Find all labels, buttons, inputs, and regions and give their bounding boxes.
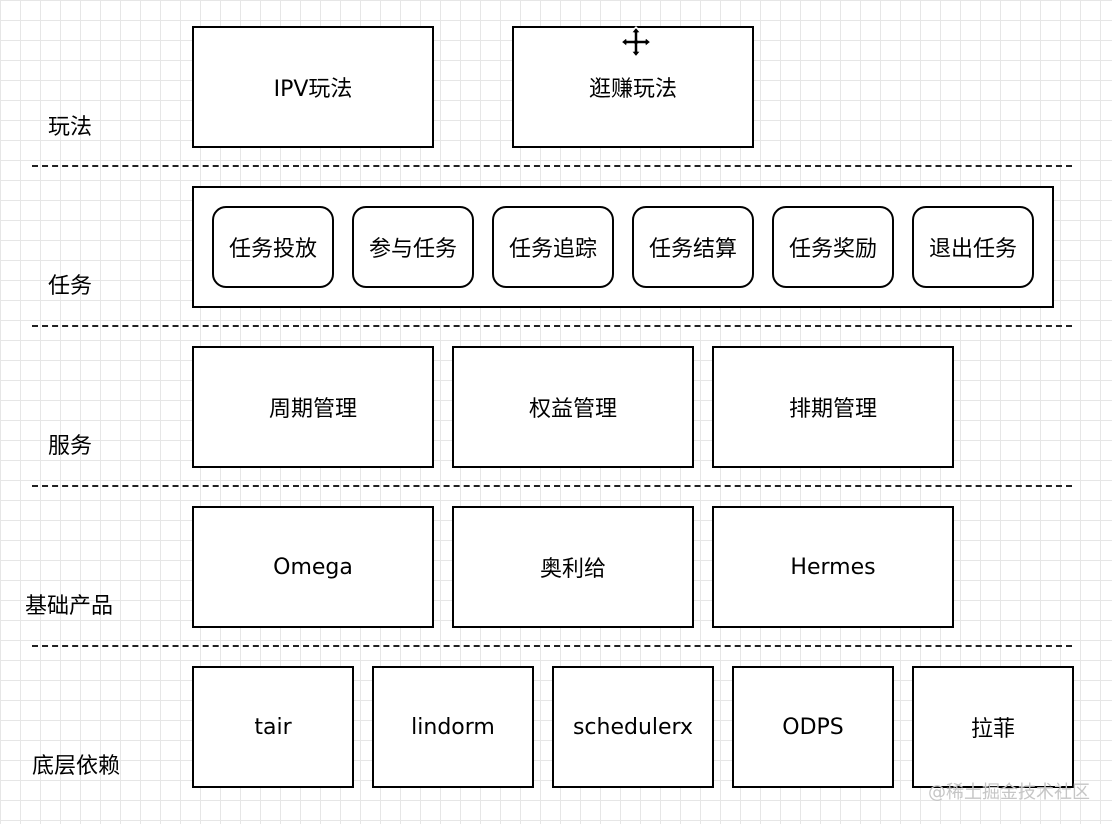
layer-label-dependency: 底层依赖 [32,754,121,779]
watermark-text: @稀土掘金技术社区 [928,782,1090,803]
dependency-box-odps[interactable]: ODPS [732,666,894,788]
dependency-box-lafei[interactable]: 拉菲 [912,666,1074,788]
layer-label-base-product: 基础产品 [25,594,114,619]
product-box-hermes[interactable]: Hermes [712,506,954,628]
task-container[interactable] [192,186,1054,308]
layer-divider [32,165,1072,167]
service-box-cycle[interactable]: 周期管理 [192,346,434,468]
product-box-omega[interactable]: Omega [192,506,434,628]
layer-label-play: 玩法 [48,115,93,140]
layer-divider [32,485,1072,487]
move-cursor-icon [620,26,652,58]
dependency-box-tair[interactable]: tair [192,666,354,788]
layer-divider [32,325,1072,327]
play-box-guangzhuan[interactable]: 逛赚玩法 [512,26,754,148]
layer-label-service: 服务 [48,434,93,459]
play-box-ipv[interactable]: IPV玩法 [192,26,434,148]
service-box-schedule[interactable]: 排期管理 [712,346,954,468]
task-pill-join[interactable]: 参与任务 [352,206,474,288]
dependency-box-schedulerx[interactable]: schedulerx [552,666,714,788]
layer-divider [32,645,1072,647]
task-pill-deliver[interactable]: 任务投放 [212,206,334,288]
dependency-box-lindorm[interactable]: lindorm [372,666,534,788]
task-pill-exit[interactable]: 退出任务 [912,206,1034,288]
service-box-benefit[interactable]: 权益管理 [452,346,694,468]
task-pill-settle[interactable]: 任务结算 [632,206,754,288]
task-pill-track[interactable]: 任务追踪 [492,206,614,288]
task-pill-reward[interactable]: 任务奖励 [772,206,894,288]
layer-label-task: 任务 [48,274,93,299]
product-box-aoligei[interactable]: 奥利给 [452,506,694,628]
